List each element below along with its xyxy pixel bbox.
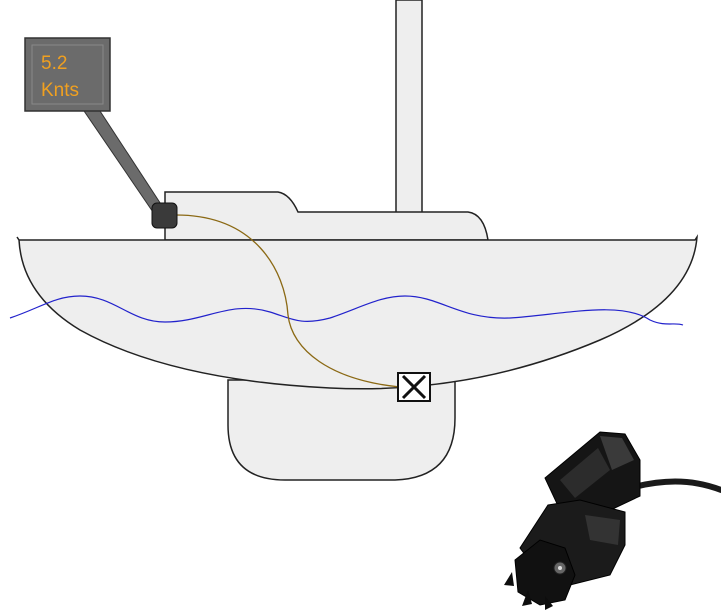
transducer-icon [504, 432, 721, 610]
speed-sensor-icon [152, 203, 177, 228]
callout-pointer [82, 108, 168, 215]
mast [396, 0, 422, 213]
speed-unit: Knts [41, 80, 79, 101]
speed-display: 5.2 Knts [25, 38, 110, 111]
speed-value: 5.2 [41, 53, 67, 74]
cabin [165, 192, 488, 240]
x-box-icon [398, 373, 430, 401]
hull [17, 237, 697, 389]
